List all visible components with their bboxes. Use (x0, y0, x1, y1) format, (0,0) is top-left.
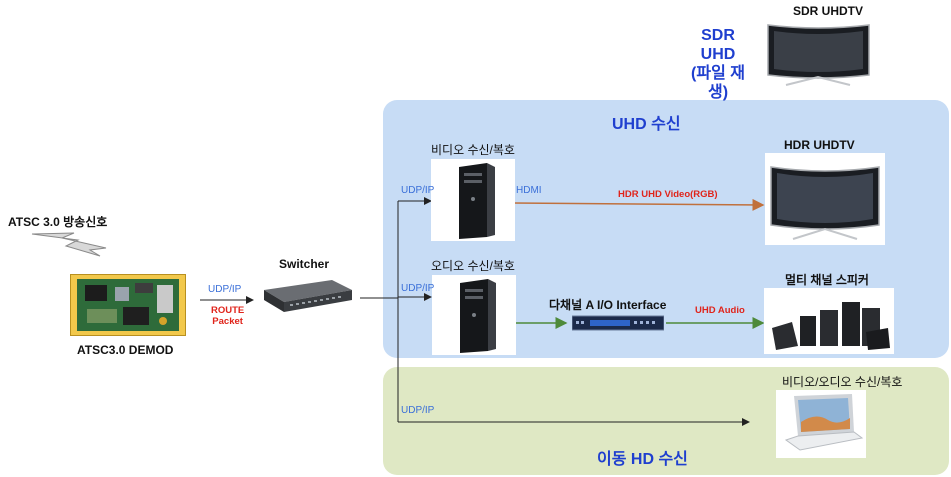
speaker-set-icon (772, 302, 890, 350)
laptop-label: 비디오/오디오 수신/복호 (782, 375, 903, 389)
audio-interface-image (572, 314, 664, 332)
switcher-icon (264, 280, 352, 312)
uhd-audio-signal-label: UHD Audio (695, 305, 745, 316)
broadcast-signal-bolt (31, 232, 107, 257)
uhd-zone-title: UHD 수신 (612, 116, 681, 133)
video-decoder-input-protocol: UDP/IP (401, 185, 435, 196)
hdr-video-signal-label: HDR UHD Video(RGB) (618, 189, 718, 200)
laptop-icon (784, 394, 864, 451)
speakers-image (764, 288, 894, 354)
video-decoder-hdmi-label: HDMI (516, 185, 542, 196)
broadcast-signal-label: ATSC 3.0 방송신호 (8, 215, 108, 229)
sdr-uhdtv-image (764, 19, 873, 89)
video-decoder-label: 비디오 수신/복호 (431, 143, 515, 157)
demod-link-packet: ROUTE Packet (211, 305, 245, 327)
hdr-uhdtv-image (765, 153, 885, 245)
laptop-image (776, 390, 866, 458)
hdr-uhdtv-label: HDR UHDTV (784, 138, 855, 152)
audio-decoder-input-protocol: UDP/IP (401, 283, 435, 294)
hd-input-protocol: UDP/IP (401, 405, 435, 416)
sdr-uhd-title: SDR UHD (파일 재생) (691, 27, 745, 101)
demod-board-icon (77, 279, 179, 331)
hd-zone-title: 이동 HD 수신 (597, 451, 688, 468)
audio-interface-label: 다채널 A I/O Interface (549, 298, 667, 312)
demod-link-protocol: UDP/IP (208, 284, 242, 295)
demod-label: ATSC3.0 DEMOD (77, 343, 174, 357)
rack-unit-icon (572, 315, 664, 331)
demod-board-image (70, 274, 186, 336)
speakers-label: 멀티 채널 스피커 (785, 273, 869, 287)
sdr-uhdtv-label: SDR UHDTV (793, 4, 864, 18)
switcher-label: Switcher (279, 257, 330, 271)
pc-tower-icon (460, 279, 496, 353)
audio-decoder-image (432, 275, 516, 355)
video-to-hdrtv-arrow (512, 198, 765, 211)
curved-tv-icon (770, 166, 880, 240)
audio-decoder-label: 오디오 수신/복호 (431, 259, 515, 273)
switcher-device-image (258, 276, 354, 316)
pc-tower-icon (459, 163, 495, 239)
video-decoder-image (431, 159, 515, 241)
curved-tv-icon (767, 24, 870, 86)
